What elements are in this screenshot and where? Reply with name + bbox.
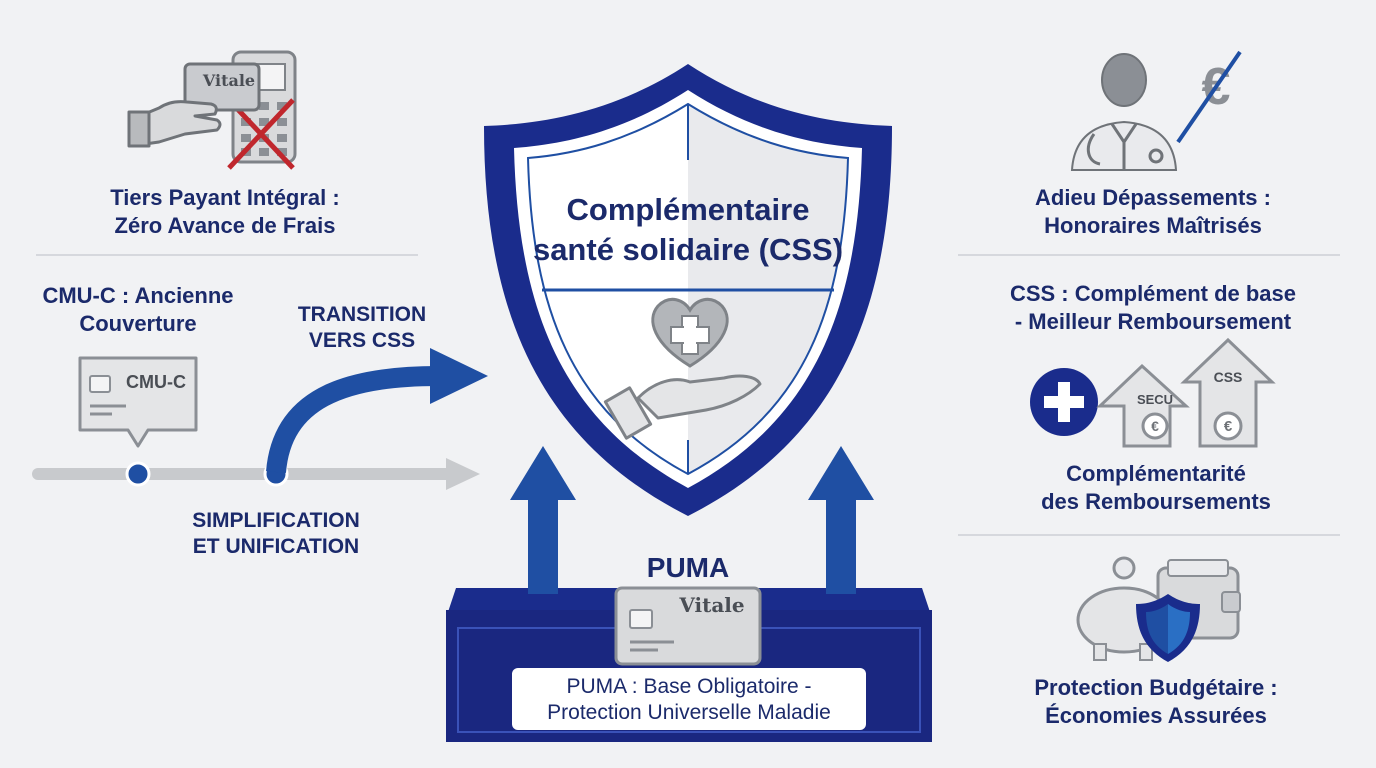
complementarite-subtitle: des Remboursements bbox=[1041, 488, 1271, 514]
svg-text:Vitale: Vitale bbox=[202, 71, 255, 90]
simplification-label-2: ET UNIFICATION bbox=[192, 535, 360, 559]
right-divider-1 bbox=[958, 254, 1340, 256]
tiers-payant-icon: Vitale bbox=[127, 50, 297, 170]
cmu-title: CMU-C : Ancienne bbox=[42, 283, 234, 308]
budget-title: Protection Budgétaire : bbox=[1034, 675, 1278, 700]
tiers-payant-subtitle: Zéro Avance de Frais bbox=[114, 212, 336, 238]
css-base-subtitle: - Meilleur Remboursement bbox=[1014, 308, 1292, 334]
left-up-arrow bbox=[510, 446, 576, 594]
svg-text:SECU: SECU bbox=[1137, 392, 1173, 407]
secu-arrow-icon: SECU € bbox=[1096, 363, 1190, 448]
cmu-subtitle: Couverture bbox=[79, 310, 197, 336]
budget-icon bbox=[1076, 556, 1241, 662]
transition-arrow bbox=[266, 348, 488, 474]
mini-shield-icon bbox=[1136, 594, 1200, 662]
timeline bbox=[32, 458, 480, 490]
complementarity-icon: SECU € CSS € bbox=[1030, 337, 1276, 448]
timeline-dot-cmu bbox=[125, 461, 151, 487]
svg-text:CMU-C: CMU-C bbox=[126, 372, 186, 392]
svg-text:Vitale: Vitale bbox=[678, 593, 744, 617]
plus-circle-icon bbox=[1030, 368, 1098, 436]
shield-subtitle: santé solidaire (CSS) bbox=[532, 231, 844, 267]
open-hand-icon bbox=[603, 374, 762, 440]
puma-caption-line2: Protection Universelle Maladie bbox=[547, 701, 831, 725]
puma-caption-line1: PUMA : Base Obligatoire - bbox=[566, 675, 812, 698]
svg-text:€: € bbox=[1151, 418, 1159, 434]
right-up-arrow bbox=[808, 446, 874, 594]
simplification-label: SIMPLIFICATION bbox=[192, 509, 360, 532]
depassements-title: Adieu Dépassements : bbox=[1035, 185, 1271, 210]
css-arrow-icon: CSS € bbox=[1180, 337, 1276, 448]
css-shield bbox=[484, 64, 892, 516]
transition-label-2: VERS CSS bbox=[308, 329, 416, 353]
cmu-card-icon: CMU-C bbox=[78, 356, 198, 448]
vitale-card-small: Vitale bbox=[183, 62, 261, 112]
shield-title: Complémentaire bbox=[566, 192, 810, 227]
svg-text:CSS: CSS bbox=[1214, 369, 1243, 385]
css-base-title: CSS : Complément de base bbox=[1009, 281, 1297, 306]
hand-icon bbox=[127, 100, 222, 148]
left-divider bbox=[36, 254, 418, 256]
vitale-card-large: Vitale bbox=[614, 586, 762, 666]
transition-label: TRANSITION bbox=[297, 303, 427, 326]
right-divider-2 bbox=[958, 534, 1340, 536]
depassements-subtitle: Honoraires Maîtrisés bbox=[1044, 212, 1262, 238]
svg-text:€: € bbox=[1224, 418, 1233, 435]
complementarite-title: Complémentarité bbox=[1066, 461, 1246, 486]
heart-cross-icon bbox=[651, 297, 729, 368]
puma-heading: PUMA bbox=[646, 552, 730, 583]
puma-caption-box bbox=[512, 668, 866, 730]
tiers-payant-title: Tiers Payant Intégral : bbox=[110, 185, 340, 210]
doctor-icon: € bbox=[1070, 50, 1242, 171]
budget-subtitle: Économies Assurées bbox=[1045, 702, 1267, 728]
